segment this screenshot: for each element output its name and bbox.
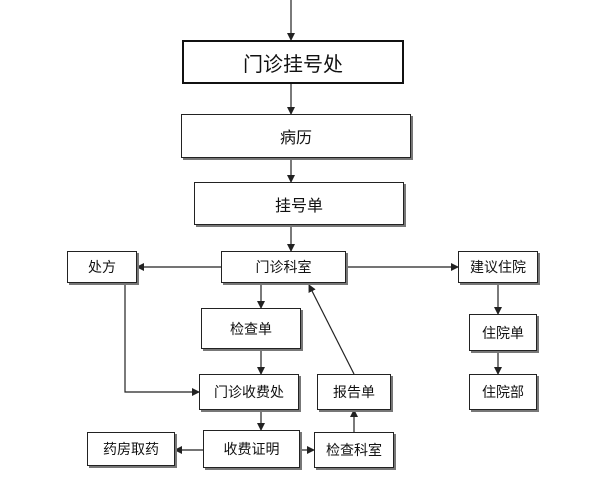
arrow-report-to-outpatient xyxy=(308,284,355,375)
node-registration-office: 门诊挂号处 xyxy=(182,40,404,84)
node-admission-slip: 住院单 xyxy=(469,314,537,351)
node-label: 检查单 xyxy=(230,321,272,338)
node-label: 处方 xyxy=(88,260,116,276)
node-label: 门诊科室 xyxy=(255,260,312,276)
node-medical-record: 病历 xyxy=(181,114,411,158)
arrow-prescription-to-payment xyxy=(124,283,200,396)
node-outpatient-dept: 门诊科室 xyxy=(221,251,346,283)
node-label: 住院部 xyxy=(482,385,524,401)
node-registration-slip: 挂号单 xyxy=(194,182,404,225)
node-label: 建议住院 xyxy=(470,260,526,276)
node-prescription: 处方 xyxy=(67,251,137,283)
node-label: 检查科室 xyxy=(326,443,382,459)
node-label: 挂号单 xyxy=(274,195,323,215)
node-label: 药房取药 xyxy=(103,442,159,458)
node-label: 门诊收费处 xyxy=(214,385,284,401)
node-pharmacy: 药房取药 xyxy=(87,432,175,466)
node-hospitalization-advice: 建议住院 xyxy=(458,251,538,283)
node-report-slip: 报告单 xyxy=(317,374,391,410)
node-label: 住院单 xyxy=(482,325,524,342)
node-exam-dept: 检查科室 xyxy=(314,432,394,468)
node-payment-office: 门诊收费处 xyxy=(199,374,299,410)
node-inpatient-dept: 住院部 xyxy=(469,374,537,410)
node-exam-slip: 检查单 xyxy=(201,308,301,349)
node-payment-receipt: 收费证明 xyxy=(203,430,300,468)
node-label: 病历 xyxy=(279,128,312,147)
node-label: 门诊挂号处 xyxy=(243,51,343,76)
node-label: 报告单 xyxy=(333,385,375,401)
node-label: 收费证明 xyxy=(223,442,280,458)
